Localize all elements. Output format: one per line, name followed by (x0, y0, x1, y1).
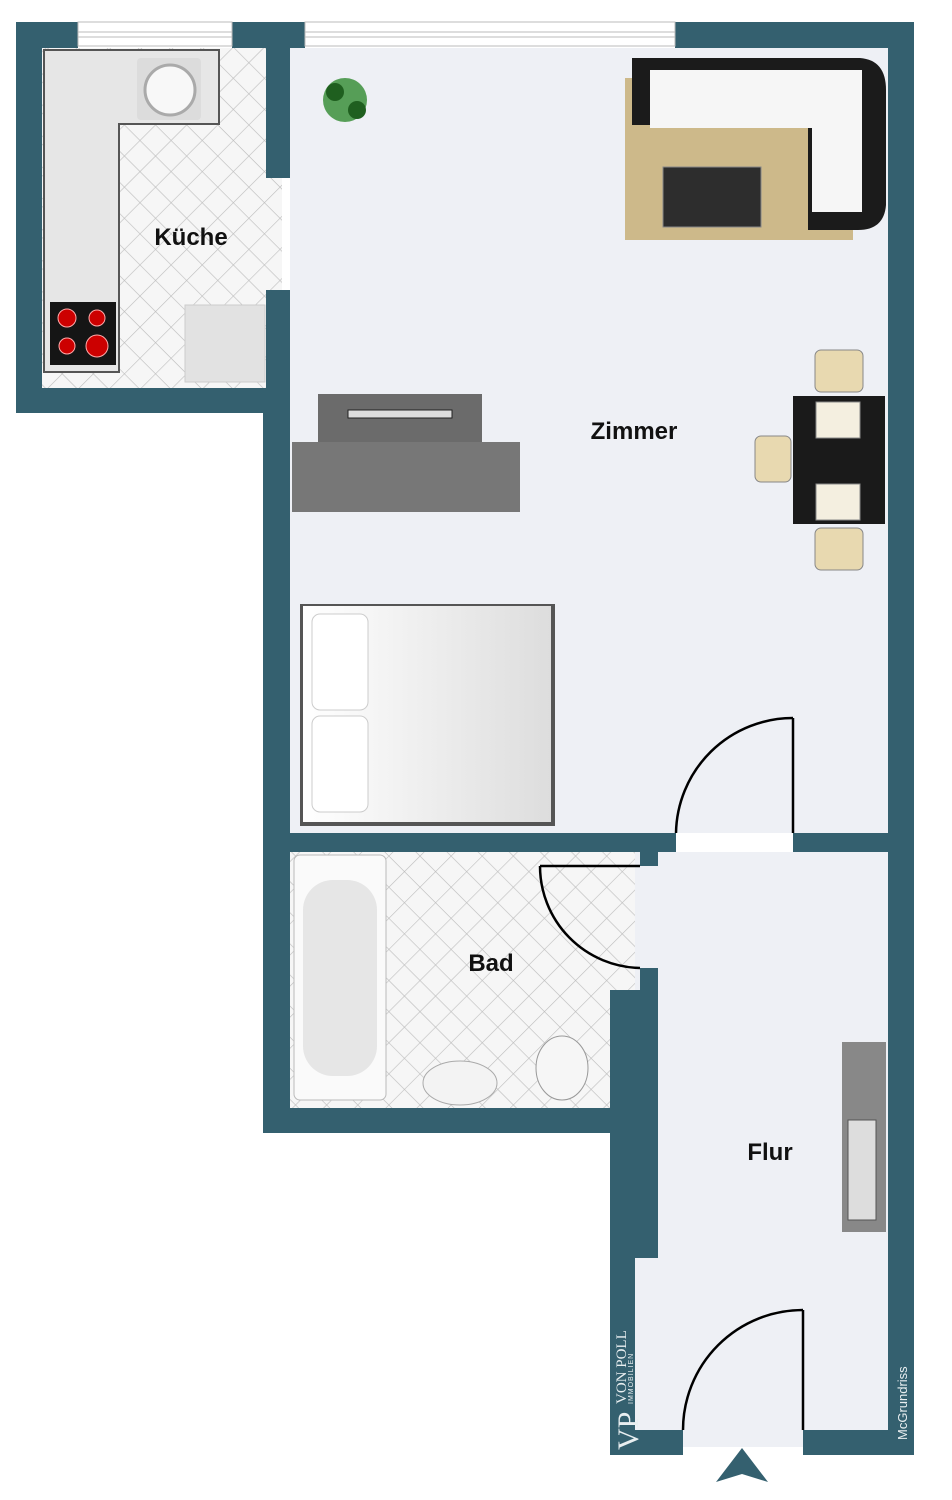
room-label-bath: Bad (468, 950, 514, 977)
coffee-table (662, 166, 762, 228)
logo-sub: IMMOBILIEN (628, 1352, 635, 1404)
desk (292, 442, 520, 512)
door-swing (538, 716, 805, 1431)
tv (347, 409, 453, 419)
room-label-kitchen: Küche (154, 224, 228, 251)
fridge (184, 304, 266, 383)
stove (50, 302, 116, 365)
window (77, 21, 676, 47)
washbasin (422, 1060, 498, 1106)
walls (16, 22, 914, 1455)
kitchen-counter (43, 49, 220, 373)
plant (323, 78, 367, 122)
chair (754, 349, 864, 571)
toilet (535, 1035, 589, 1101)
credit-text: McGrundriss (895, 1366, 910, 1440)
tv-stand (318, 394, 482, 444)
room-label-living: Zimmer (590, 418, 678, 445)
room-label-hall: Flur (747, 1139, 793, 1166)
entrance-arrow-icon (716, 1448, 768, 1482)
logo-mark: VP (612, 1411, 645, 1450)
